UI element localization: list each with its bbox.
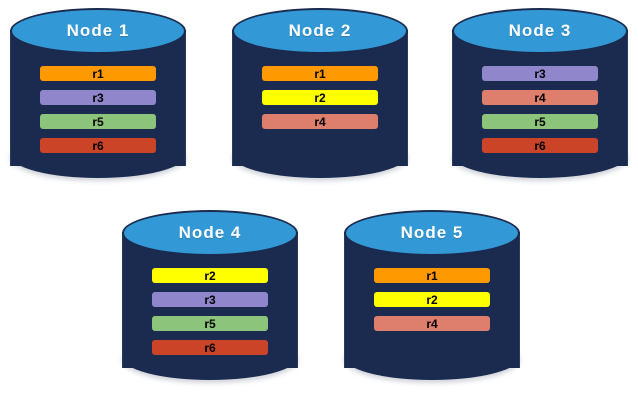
replica-label: r6 [534, 138, 546, 153]
replica-bar[interactable]: r2 [374, 292, 490, 307]
node-title: Node 1 [66, 21, 130, 40]
replica-label: r5 [204, 316, 216, 331]
replica-bar[interactable]: r4 [374, 316, 490, 331]
replica-label: r4 [534, 90, 546, 105]
database-node-cylinder[interactable]: r1 r2 r4 Node 2 [232, 8, 408, 188]
replica-bar[interactable]: r6 [152, 340, 268, 355]
replica-bar[interactable]: r5 [40, 114, 156, 129]
replica-list: r3 r4 r5 r6 [482, 66, 598, 162]
cylinder-top-ellipse: Node 4 [122, 210, 298, 256]
replica-label: r5 [92, 114, 104, 129]
replica-bar[interactable]: r2 [262, 90, 378, 105]
database-node-cylinder[interactable]: r1 r3 r5 r6 Node 1 [10, 8, 186, 188]
cylinder-top-ellipse: Node 1 [10, 8, 186, 54]
replica-list: r1 r2 r4 [262, 66, 378, 138]
replica-label: r6 [92, 138, 104, 153]
replica-list: r2 r3 r5 r6 [152, 268, 268, 364]
replica-bar[interactable]: r5 [152, 316, 268, 331]
replica-bar[interactable]: r1 [374, 268, 490, 283]
replica-label: r4 [426, 316, 438, 331]
replica-label: r3 [534, 66, 546, 81]
replica-label: r1 [314, 66, 326, 81]
replica-bar[interactable]: r6 [40, 138, 156, 153]
node-title: Node 4 [178, 223, 242, 242]
replica-bar[interactable]: r2 [152, 268, 268, 283]
replica-bar[interactable]: r6 [482, 138, 598, 153]
replica-bar[interactable]: r3 [40, 90, 156, 105]
replica-label: r3 [204, 292, 216, 307]
replica-label: r2 [314, 90, 326, 105]
cylinder-top-ellipse: Node 3 [452, 8, 628, 54]
replica-bar[interactable]: r3 [152, 292, 268, 307]
replica-bar[interactable]: r3 [482, 66, 598, 81]
replica-list: r1 r2 r4 [374, 268, 490, 340]
cylinder-top-ellipse: Node 5 [344, 210, 520, 256]
replica-label: r4 [314, 114, 326, 129]
replica-label: r5 [534, 114, 546, 129]
database-node-cylinder[interactable]: r2 r3 r5 r6 Node 4 [122, 210, 298, 390]
replica-bar[interactable]: r4 [482, 90, 598, 105]
replica-label: r3 [92, 90, 104, 105]
replica-bar[interactable]: r4 [262, 114, 378, 129]
replica-label: r2 [204, 268, 216, 283]
replica-label: r2 [426, 292, 438, 307]
replica-label: r1 [426, 268, 438, 283]
node-title: Node 2 [288, 21, 352, 40]
replica-label: r6 [204, 340, 216, 355]
database-node-cylinder[interactable]: r3 r4 r5 r6 Node 3 [452, 8, 628, 188]
database-node-cylinder[interactable]: r1 r2 r4 Node 5 [344, 210, 520, 390]
replica-bar[interactable]: r1 [262, 66, 378, 81]
replica-label: r1 [92, 66, 104, 81]
cylinder-top-ellipse: Node 2 [232, 8, 408, 54]
node-title: Node 3 [508, 21, 572, 40]
node-title: Node 5 [400, 223, 464, 242]
replica-list: r1 r3 r5 r6 [40, 66, 156, 162]
replica-bar[interactable]: r1 [40, 66, 156, 81]
replica-bar[interactable]: r5 [482, 114, 598, 129]
